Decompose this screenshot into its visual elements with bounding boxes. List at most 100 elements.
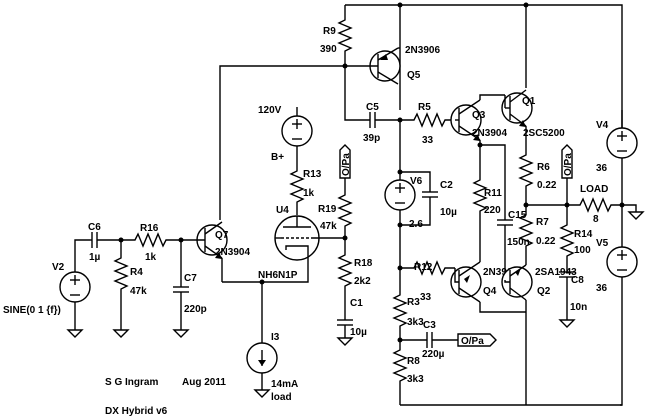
r19-resistor: R19 47k <box>318 188 353 238</box>
r6-resistor: R6 0.22 <box>518 145 557 205</box>
c3-label: C3 <box>423 320 436 331</box>
title-block: S G Ingram Aug 2011 DX Hybrid v6 <box>105 377 226 417</box>
opa-flag-2: O/Pa <box>561 144 574 205</box>
u4-label: U4 <box>276 205 289 216</box>
v2-source: V2 SINE(0 1 {f}) <box>3 239 91 338</box>
design-name: DX Hybrid v6 <box>105 406 168 417</box>
r6-label: R6 <box>537 162 550 173</box>
c6-capacitor: C6 1µ <box>88 222 121 263</box>
q3-type: 2N3904 <box>472 128 507 139</box>
r7-value: 0.22 <box>536 236 556 247</box>
tube-u4: U4 NH6N1P <box>258 205 320 281</box>
r6-value: 0.22 <box>537 180 557 191</box>
c3-capacitor: C3 220µ <box>400 320 458 360</box>
c6-label: C6 <box>88 222 101 233</box>
v120-source: 120V B+ <box>258 105 313 165</box>
r11-resistor: R11 220 <box>472 140 502 240</box>
r8-value: 3k3 <box>407 374 424 385</box>
r4-label: R4 <box>130 267 143 278</box>
date: Aug 2011 <box>182 377 226 388</box>
r4-resistor: R4 47k <box>112 240 147 338</box>
v120-label: 120V <box>258 105 282 116</box>
c5-value: 39p <box>363 133 380 144</box>
r16-resistor: R16 1k <box>121 223 181 263</box>
q1-type: 2SC5200 <box>523 128 565 139</box>
r12-resistor: R12 33 <box>400 260 455 303</box>
r18-value: 2k2 <box>354 276 371 287</box>
r12-label: R12 <box>414 262 433 273</box>
opa-flag-1: O/Pa <box>339 144 352 188</box>
q7-transistor: Q7 2N3904 <box>181 221 250 282</box>
opa2-text: O/Pa <box>563 153 574 176</box>
c7-capacitor: C7 220p <box>172 240 207 338</box>
q4-label: Q4 <box>483 286 497 297</box>
c1-label: C1 <box>350 298 363 309</box>
r9-label: R9 <box>323 26 336 37</box>
c5-capacitor: C5 39p <box>344 66 400 144</box>
q2-type: 2SA1943 <box>535 267 577 278</box>
q7-type: 2N3904 <box>215 247 250 258</box>
r14-resistor: R14 100 <box>559 205 593 272</box>
r9-resistor: R9 390 <box>320 5 353 67</box>
c15-capacitor: C15 150n <box>480 144 530 280</box>
q5-transistor: 2N3906 Q5 <box>345 45 440 85</box>
c2-value: 10µ <box>440 207 457 218</box>
q2-transistor: 2SA1943 Q2 <box>501 264 577 312</box>
v5-label: V5 <box>596 238 609 249</box>
r11-value: 220 <box>484 205 501 216</box>
r8-label: R8 <box>407 356 420 367</box>
v6-source: V6 2.6 <box>384 172 423 230</box>
c2-capacitor: C2 10µ <box>400 171 457 226</box>
r11-label: R11 <box>484 188 502 199</box>
v5-source: V5 36 <box>596 238 638 294</box>
v2-label: V2 <box>52 262 65 273</box>
q7-label: Q7 <box>215 230 229 241</box>
load-resistor: LOAD 8 <box>567 184 622 225</box>
i3-value: 14mA <box>271 379 298 390</box>
r4-value: 47k <box>130 286 147 297</box>
r12-value: 33 <box>420 292 432 303</box>
c6-value: 1µ <box>89 252 101 263</box>
v5-value: 36 <box>596 283 608 294</box>
c5-label: C5 <box>366 102 379 113</box>
r5-resistor: R5 33 <box>400 102 455 146</box>
v4-source: V4 36 <box>596 110 638 174</box>
load-value: 8 <box>593 214 599 225</box>
q3-transistor: Q3 2N3904 <box>450 94 507 141</box>
author: S G Ingram <box>105 377 158 388</box>
tube-type: NH6N1P <box>258 270 298 281</box>
opa1-text: O/Pa <box>341 153 352 176</box>
r16-value: 1k <box>145 252 157 263</box>
c8-capacitor: C8 10n <box>558 271 587 328</box>
q3-label: Q3 <box>472 110 486 121</box>
r8-resistor: R8 3k3 <box>392 340 424 405</box>
i3-label: I3 <box>271 332 280 343</box>
r3-label: R3 <box>407 297 420 308</box>
r16-label: R16 <box>140 223 159 234</box>
r13-label: R13 <box>303 169 322 180</box>
q5-label: Q5 <box>407 70 421 81</box>
c1-capacitor: C1 10µ <box>336 290 367 346</box>
q5-type: 2N3906 <box>405 45 440 56</box>
r18-label: R18 <box>354 258 373 269</box>
q4-type: 2N3906 <box>483 267 518 278</box>
load-label: LOAD <box>580 184 608 195</box>
v4-value: 36 <box>596 163 608 174</box>
q2-label: Q2 <box>537 286 551 297</box>
r13-resistor: R13 1k <box>289 165 322 215</box>
r18-resistor: R18 2k2 <box>337 238 373 290</box>
q1-label: Q1 <box>522 96 536 107</box>
r3-resistor: R3 3k3 <box>392 268 424 340</box>
c15-value: 150n <box>507 237 530 248</box>
r14-value: 100 <box>574 245 591 256</box>
r19-value: 47k <box>320 221 337 232</box>
r3-value: 3k3 <box>407 317 424 328</box>
r5-label: R5 <box>418 102 431 113</box>
c7-value: 220p <box>184 304 207 315</box>
opa3-text: O/Pa <box>461 336 484 347</box>
c2-label: C2 <box>440 180 453 191</box>
i3-current-source: I3 14mA load <box>246 282 298 403</box>
r9-value: 390 <box>320 44 337 55</box>
opa-flag-3: O/Pa <box>457 333 497 347</box>
q1-transistor: Q1 2SC5200 <box>501 89 565 145</box>
